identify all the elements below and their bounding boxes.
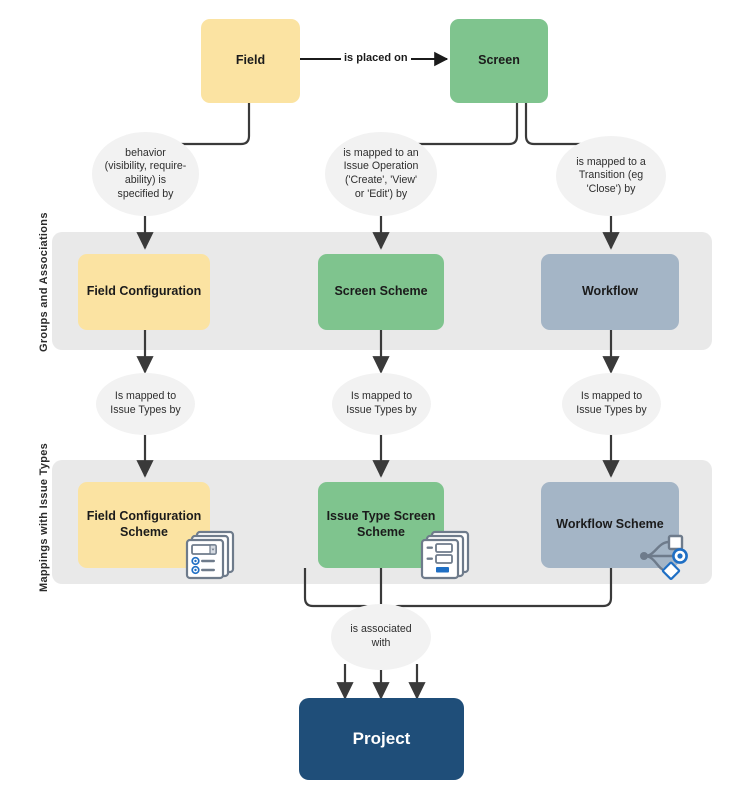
node-field[interactable]: Field xyxy=(201,19,300,103)
workflow-branch-icon xyxy=(636,528,692,584)
screen-document-icon xyxy=(420,529,476,581)
node-workflow[interactable]: Workflow xyxy=(541,254,679,330)
relation-line: Issue Types by xyxy=(346,404,417,416)
node-project[interactable]: Project xyxy=(299,698,464,780)
relation-line: Is mapped to xyxy=(114,390,177,403)
edge-label-is-placed-on: is placed on xyxy=(341,51,411,65)
relation-line: Issue Types by xyxy=(110,404,181,416)
relation-line: or 'Edit') by xyxy=(354,187,408,200)
relation-line: is mapped to an xyxy=(343,146,419,159)
relation-line: Is mapped to xyxy=(350,390,413,403)
relation-line: (visibility, require- xyxy=(104,160,187,173)
relation-line: Is mapped to xyxy=(580,390,643,403)
node-workflow-scheme[interactable]: Workflow Scheme xyxy=(541,482,679,568)
relation-line: is mapped to a xyxy=(576,155,646,168)
relation-line: with xyxy=(371,637,391,649)
relation-mapped-issue-types-left: Is mapped to Issue Types by xyxy=(96,373,195,435)
node-field-configuration-label: Field Configuration xyxy=(86,284,202,299)
node-workflow-label: Workflow xyxy=(581,284,639,299)
form-document-icon xyxy=(185,529,241,581)
relation-is-associated-with: is associated with xyxy=(331,604,431,670)
relation-line: Issue Operation xyxy=(343,160,419,173)
relation-mapped-to-issue-operation: is mapped to an Issue Operation ('Create… xyxy=(325,132,437,216)
relation-mapped-to-transition: is mapped to a Transition (eg 'Close') b… xyxy=(556,136,666,216)
relation-line: is associated xyxy=(350,623,412,636)
relation-line: Transition (eg xyxy=(578,169,644,182)
relation-line: ability) is xyxy=(124,174,167,186)
relation-line: behavior xyxy=(125,146,166,159)
relation-mapped-issue-types-right: Is mapped to Issue Types by xyxy=(562,373,661,435)
node-screen[interactable]: Screen xyxy=(450,19,548,103)
relation-line: ('Create', 'View' xyxy=(344,174,418,186)
relation-behavior-specified-by: behavior (visibility, require- ability) … xyxy=(92,132,199,216)
node-screen-label: Screen xyxy=(478,53,520,68)
node-screen-scheme[interactable]: Screen Scheme xyxy=(318,254,444,330)
relation-line: Issue Types by xyxy=(576,404,647,416)
relation-line: specified by xyxy=(117,187,174,200)
relation-mapped-issue-types-mid: Is mapped to Issue Types by xyxy=(332,373,431,435)
relation-line: 'Close') by xyxy=(586,182,636,195)
node-project-label: Project xyxy=(352,729,411,749)
node-field-configuration[interactable]: Field Configuration xyxy=(78,254,210,330)
node-field-label: Field xyxy=(235,53,266,68)
node-workflow-scheme-label: Workflow Scheme xyxy=(556,517,664,532)
band-label-groups-and-associations: Groups and Associations xyxy=(38,212,50,352)
node-field-configuration-scheme-label: Field Configuration Scheme xyxy=(86,509,202,539)
band-label-mappings-with-issue-types: Mappings with Issue Types xyxy=(38,442,50,592)
node-issue-type-screen-scheme-label: Issue Type Screen Scheme xyxy=(326,509,436,539)
node-screen-scheme-label: Screen Scheme xyxy=(334,284,428,299)
